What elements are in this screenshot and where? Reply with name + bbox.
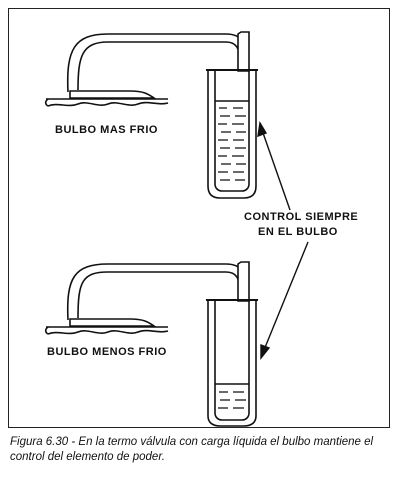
top-surface <box>47 101 169 107</box>
top-assembly <box>44 31 258 199</box>
bottom-surface <box>47 329 169 335</box>
top-bulb <box>69 90 157 99</box>
arrow-to-bottom-bulb <box>263 241 309 351</box>
top-stem <box>237 31 250 72</box>
top-vessel <box>207 70 257 199</box>
bottom-stem <box>237 261 250 302</box>
top-liquid <box>218 107 246 181</box>
thermo-valve-diagram <box>44 31 309 427</box>
bottom-vessel <box>207 300 257 427</box>
bottom-bulb-label: BULBO MENOS FRIO <box>47 346 167 358</box>
top-bulb-label: BULBO MAS FRIO <box>55 124 158 136</box>
bottom-assembly <box>44 261 258 427</box>
control-label-line2: EN EL BULBO <box>258 226 338 238</box>
figure-caption: Figura 6.30 - En la termo válvula con ca… <box>10 436 374 463</box>
bottom-bulb <box>69 318 157 327</box>
figure-frame <box>8 8 390 428</box>
control-label-line1: CONTROL SIEMPRE <box>244 211 359 223</box>
control-arrows <box>257 120 309 360</box>
bottom-liquid <box>218 391 246 409</box>
arrow-to-top-bulb <box>261 129 291 211</box>
